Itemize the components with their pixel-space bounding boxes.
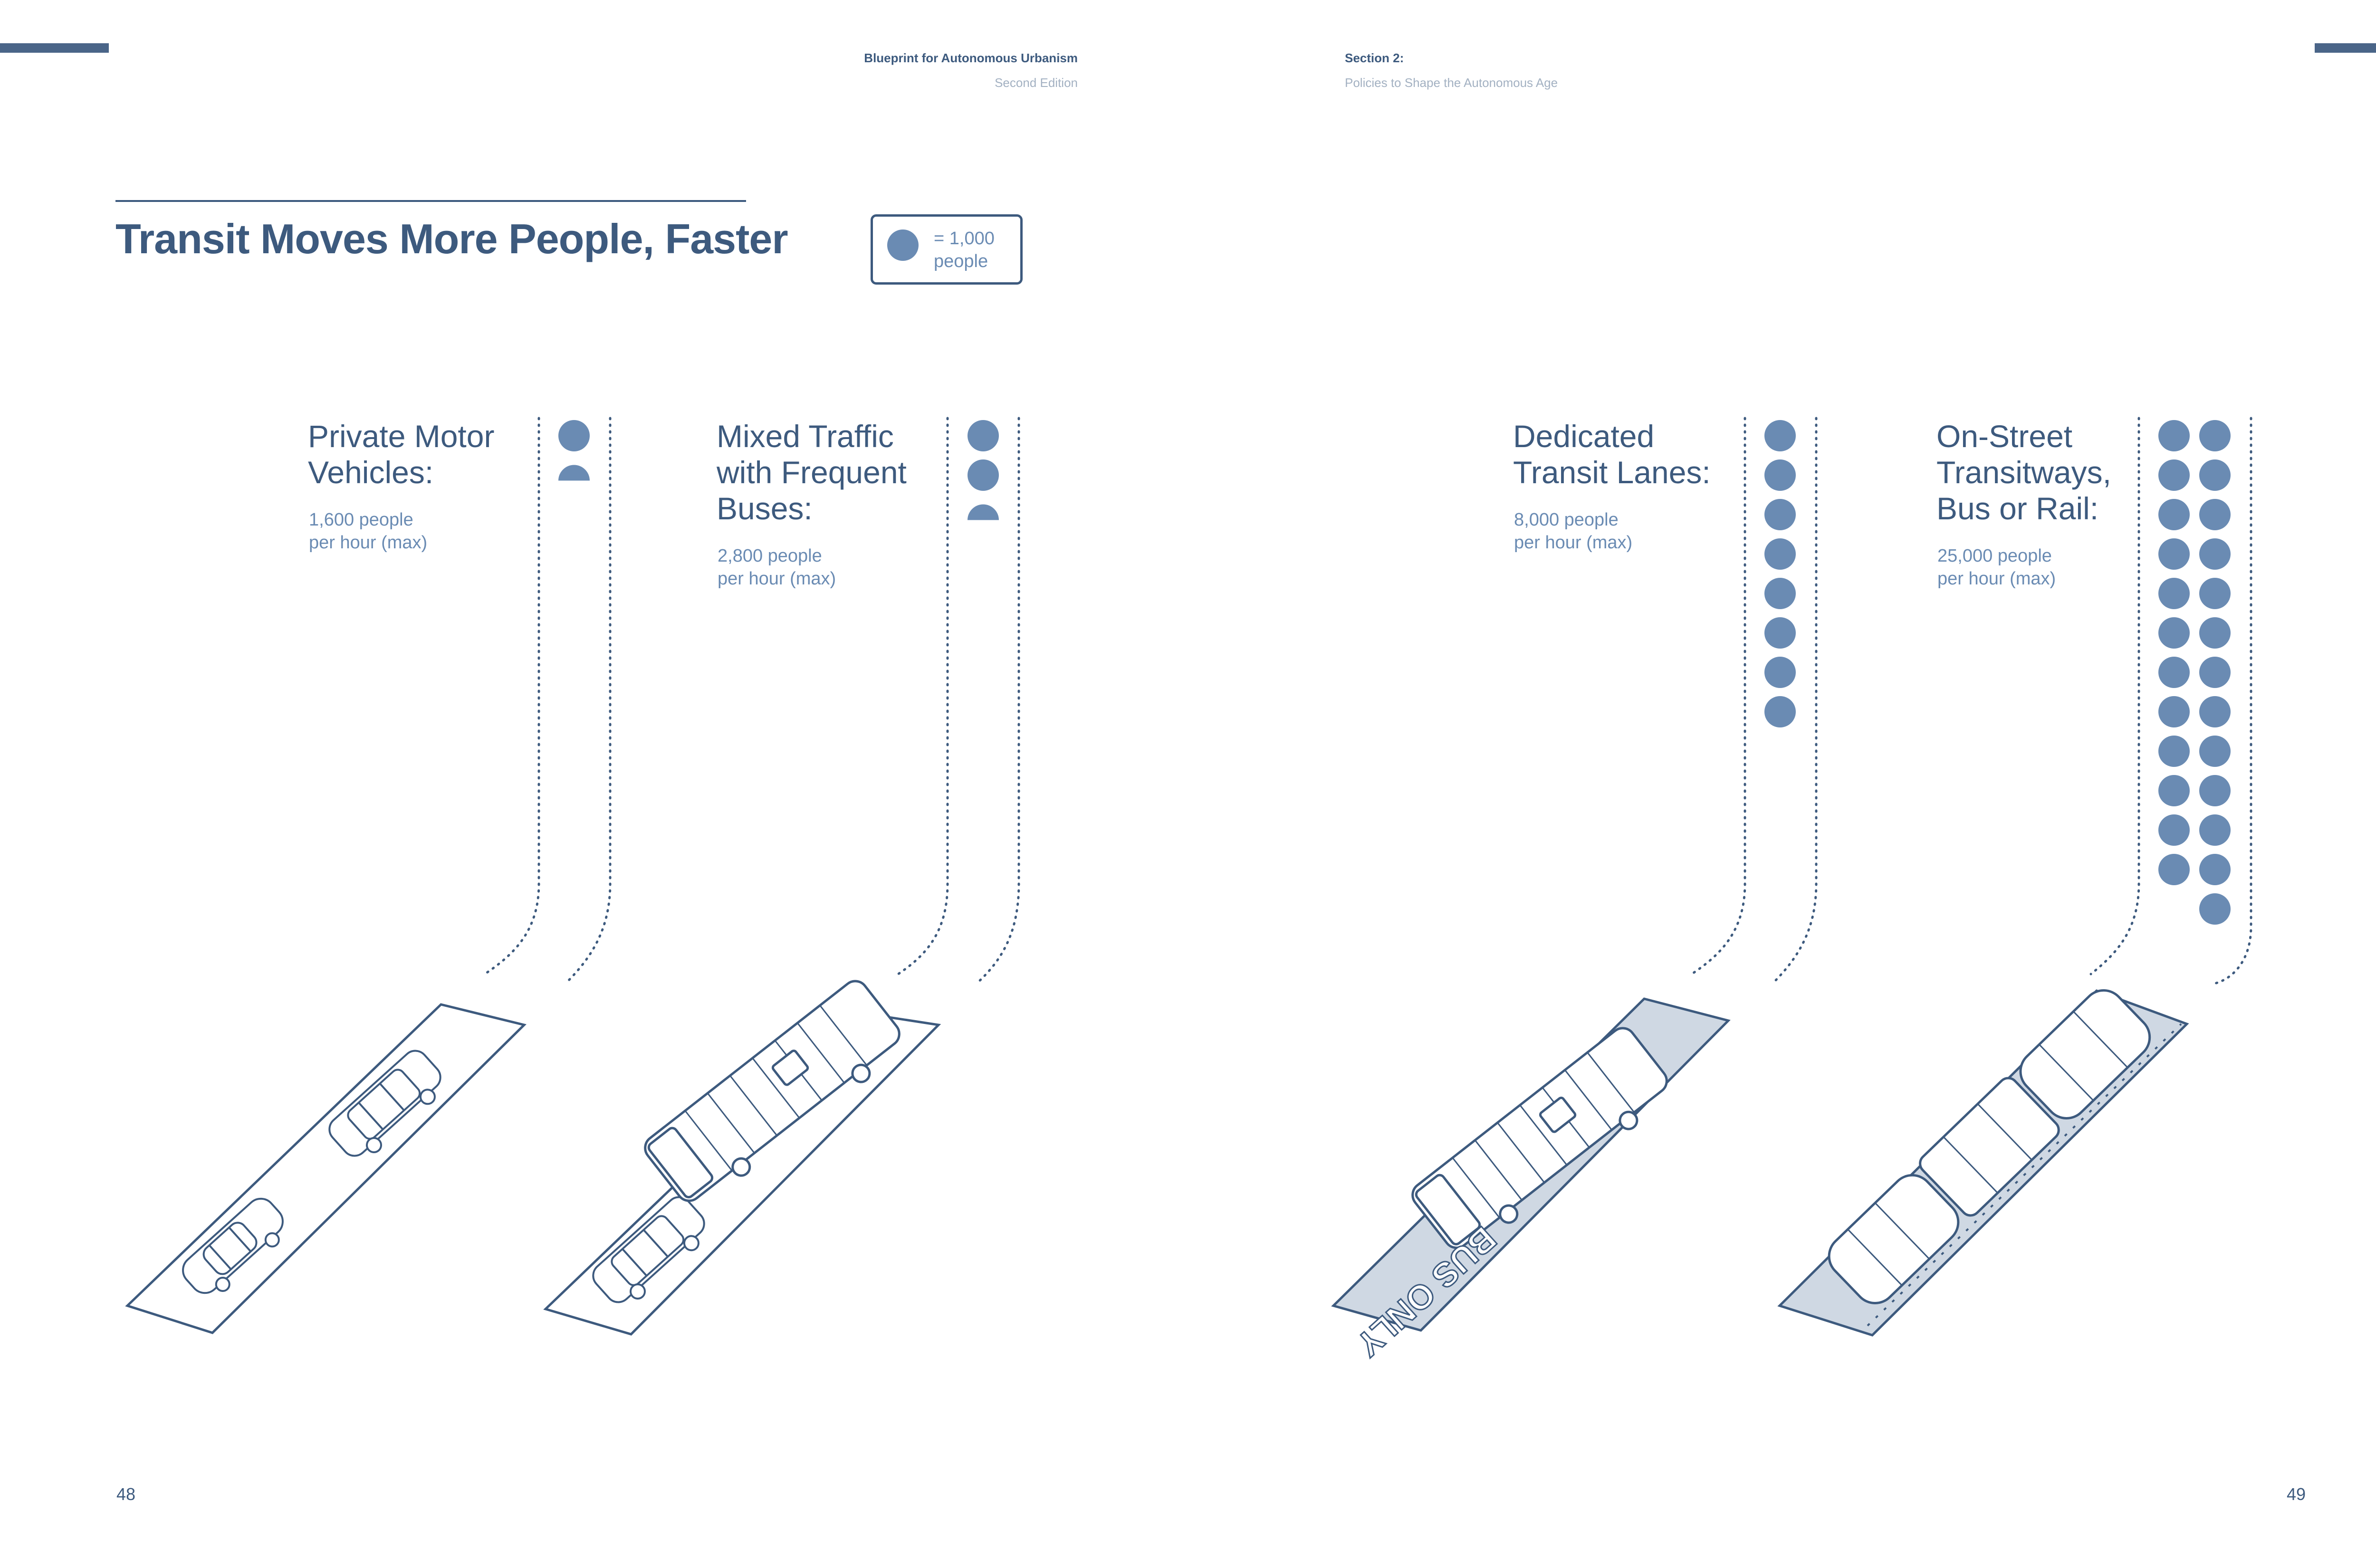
car-icon: [592, 1196, 705, 1303]
category-rate-mixed: 2,800 people per hour (max): [718, 546, 836, 589]
guide-line: [2213, 417, 2252, 985]
people-dots: [558, 420, 2231, 925]
legend: = 1,000 people: [871, 214, 1023, 285]
title-rule: [115, 200, 746, 202]
person-dot: [2158, 775, 2190, 806]
person-dot: [2158, 499, 2190, 530]
guide-line: [1690, 417, 1746, 975]
corner-bar-right: [2315, 43, 2376, 53]
lane-private: [125, 1003, 527, 1334]
bus-icon: [644, 980, 901, 1202]
person-dot: [2158, 459, 2190, 491]
person-dot: [2199, 893, 2231, 925]
person-dot: [2158, 736, 2190, 767]
category-label-private: Private Motor Vehicles:: [308, 419, 495, 490]
page-number-right: 49: [2287, 1484, 2306, 1504]
category-rate-private: 1,600 people per hour (max): [309, 510, 428, 553]
person-dot: [1764, 578, 1796, 609]
book-title: Blueprint for Autonomous Urbanism: [864, 51, 1078, 65]
section-label: Section 2:: [1345, 51, 1404, 65]
rail-line: [1867, 1023, 2182, 1327]
person-dot: [558, 420, 590, 451]
edition-label: Second Edition: [995, 76, 1078, 90]
person-dot: [2158, 538, 2190, 570]
guide-line: [975, 417, 1020, 985]
person-dot: [2158, 420, 2190, 451]
person-dot: [2199, 420, 2231, 451]
guide-line: [564, 417, 612, 985]
partial-person-dot: [558, 465, 590, 481]
lane-outline: [125, 1003, 527, 1334]
person-dot: [2158, 578, 2190, 609]
tram-icon: [1828, 989, 2151, 1305]
person-dot: [968, 459, 999, 491]
page-number-left: 48: [116, 1484, 136, 1504]
guide-line: [483, 417, 540, 975]
person-dot: [1764, 538, 1796, 570]
person-dot: [2199, 736, 2231, 767]
category-rate-dedicated: 8,000 people per hour (max): [1514, 510, 1633, 553]
person-dot: [2199, 617, 2231, 649]
legend-person-dot: [887, 229, 919, 261]
person-dot: [2158, 617, 2190, 649]
person-dot: [1764, 459, 1796, 491]
lane-mixed: [543, 980, 941, 1336]
guide-lines: [483, 417, 2252, 985]
category-label-transitway: On-Street Transitways, Bus or Rail:: [1936, 419, 2111, 526]
lane-dedicated: BUS ONLY: [1331, 997, 1731, 1364]
legend-text: = 1,000 people: [934, 229, 995, 271]
person-dot: [2199, 657, 2231, 688]
person-dot: [1764, 617, 1796, 649]
guide-line: [2089, 417, 2140, 975]
corner-bar-left: [0, 43, 109, 53]
section-title: Policies to Shape the Autonomous Age: [1345, 76, 1558, 90]
person-dot: [1764, 657, 1796, 688]
car-icon: [328, 1050, 441, 1157]
bus-icon: [1411, 1027, 1668, 1249]
car-icon: [182, 1197, 284, 1294]
partial-person-dot: [968, 504, 999, 520]
person-dot: [2158, 696, 2190, 727]
person-dot: [2199, 459, 2231, 491]
category-label-mixed: Mixed Traffic with Frequent Buses:: [717, 419, 907, 526]
person-dot: [1764, 499, 1796, 530]
person-dot: [2199, 578, 2231, 609]
person-dot: [2199, 499, 2231, 530]
lane-transitway: [1777, 989, 2189, 1337]
person-dot: [2199, 814, 2231, 846]
category-label-dedicated: Dedicated Transit Lanes:: [1513, 419, 1711, 490]
person-dot: [2199, 538, 2231, 570]
person-dot: [2199, 775, 2231, 806]
person-dot: [2158, 854, 2190, 885]
person-dot: [968, 420, 999, 451]
person-dot: [2199, 696, 2231, 727]
category-rate-transitway: 25,000 people per hour (max): [1937, 546, 2056, 589]
guide-line: [897, 417, 949, 975]
person-dot: [1764, 420, 1796, 451]
person-dot: [2158, 814, 2190, 846]
person-dot: [2199, 854, 2231, 885]
person-dot: [2158, 657, 2190, 688]
page-title: Transit Moves More People, Faster: [115, 215, 788, 262]
person-dot: [1764, 696, 1796, 727]
